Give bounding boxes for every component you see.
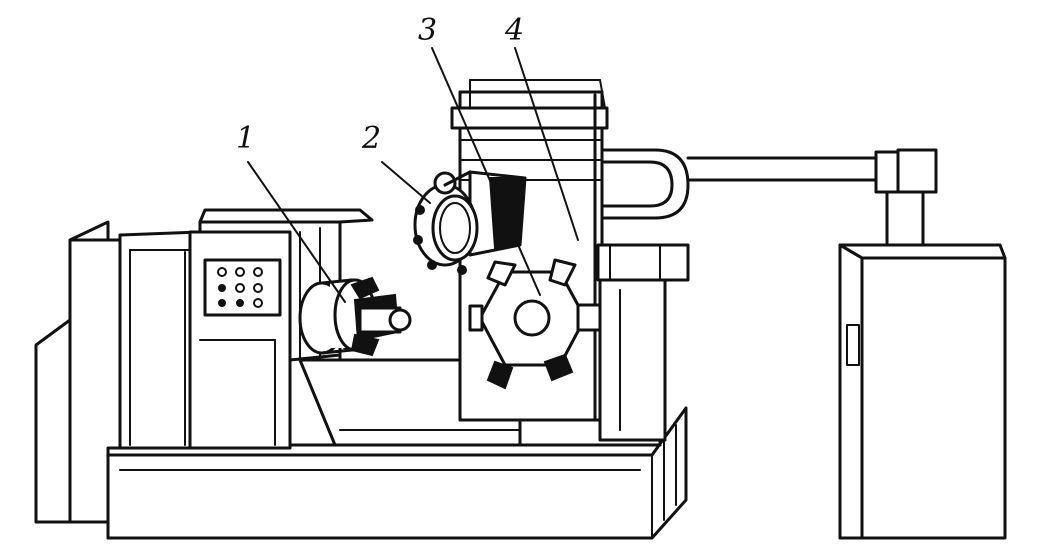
control-cabinet-icon xyxy=(838,243,1007,540)
control-panel-buttons xyxy=(217,267,263,308)
machine-base xyxy=(106,406,688,540)
column xyxy=(450,79,690,442)
callout-1: 1 xyxy=(236,121,255,156)
callout-3: 3 xyxy=(418,13,437,48)
callout-2: 2 xyxy=(361,121,381,156)
leader-lines xyxy=(247,47,579,303)
gear-ring-icon xyxy=(413,170,527,275)
leader-4 xyxy=(514,47,579,241)
leader-2 xyxy=(381,161,431,204)
turret-icon xyxy=(468,258,602,390)
leader-1 xyxy=(247,161,346,303)
conduit xyxy=(602,148,938,249)
leader-3 xyxy=(431,47,541,296)
callout-4: 4 xyxy=(504,13,524,48)
cabinet-handle xyxy=(846,324,860,366)
chuck-icon xyxy=(298,276,412,357)
